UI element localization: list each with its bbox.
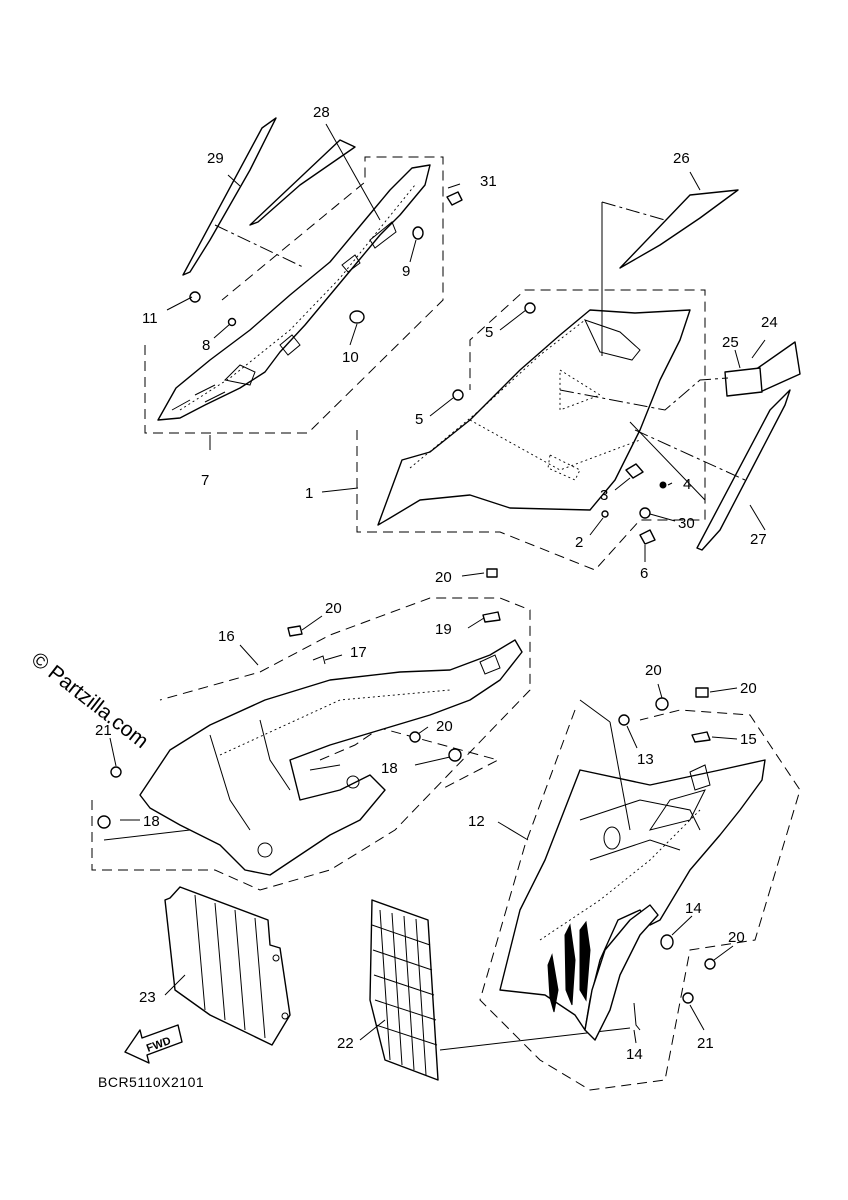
- part-14-grommet-upper: [660, 934, 674, 950]
- callout-18b: 18: [381, 760, 398, 777]
- part-7-side-cover-group: [144, 117, 463, 450]
- callout-21a: 21: [95, 722, 112, 739]
- callout-28: 28: [313, 104, 330, 121]
- part-5-bolt-lower: [452, 389, 464, 401]
- callout-29: 29: [207, 150, 224, 167]
- part-2-collar: [601, 510, 609, 518]
- callout-9: 9: [402, 263, 410, 280]
- callout-labels: 1 2 3 4 5 5 6 7 8 9 10 11 12 13 14 14 15…: [95, 104, 778, 1063]
- part-21-screw-b: [682, 992, 694, 1004]
- part-25-decal: [724, 367, 763, 397]
- callout-20a: 20: [435, 569, 452, 586]
- part-3-nut: [625, 463, 644, 479]
- part-10-grommet: [349, 310, 365, 324]
- callout-20b: 20: [325, 600, 342, 617]
- callout-31: 31: [480, 173, 497, 190]
- callout-11: 11: [142, 310, 158, 327]
- part-20-bolt-d: [655, 697, 669, 711]
- part-23-radiator-guard-group: [164, 886, 291, 1046]
- part-16-shroud-group: [91, 568, 531, 891]
- callout-6: 6: [640, 565, 648, 582]
- watermark: © Partzilla.com: [27, 648, 153, 753]
- callout-14a: 14: [685, 900, 702, 917]
- part-27-decal: [696, 389, 791, 551]
- part-20-bolt-a: [486, 568, 498, 578]
- callout-20f: 20: [728, 929, 745, 946]
- part-20-bolt-b: [287, 625, 303, 637]
- callout-20e: 20: [740, 680, 757, 697]
- part-4-bolt: [659, 481, 667, 489]
- part-7-side-cover: [157, 164, 431, 421]
- part-20-bolt-f: [704, 958, 716, 970]
- callout-19: 19: [435, 621, 452, 638]
- part-12-shroud: [499, 759, 766, 1031]
- callout-20c: 20: [436, 718, 453, 735]
- callout-4: 4: [683, 476, 691, 493]
- part-20-bolt-e: [695, 687, 709, 698]
- part-30-bolt: [639, 507, 651, 519]
- callout-13: 13: [637, 751, 654, 768]
- part-28-decal: [249, 139, 356, 226]
- callout-16: 16: [218, 628, 235, 645]
- part-13-collar: [618, 714, 630, 726]
- part-12-lower-panel: [584, 904, 659, 1041]
- part-16-shroud: [139, 639, 523, 876]
- part-23-radiator-guard: [164, 886, 291, 1046]
- part-26-decal: [619, 189, 739, 269]
- part-8-collar: [227, 317, 237, 327]
- diagram-code: BCR5110X2101: [98, 1074, 204, 1090]
- part-18-grommet-left: [97, 815, 111, 829]
- callout-24: 24: [761, 314, 778, 331]
- callout-7: 7: [201, 472, 209, 489]
- part-1-shroud-group: [321, 171, 801, 571]
- callout-12: 12: [468, 813, 485, 830]
- callout-3: 3: [600, 487, 608, 504]
- callout-5b: 5: [415, 411, 423, 428]
- part-6-bolt: [639, 529, 656, 545]
- part-1-shroud: [377, 309, 691, 526]
- callout-14b: 14: [626, 1046, 643, 1063]
- callout-25: 25: [722, 334, 739, 351]
- callout-22: 22: [337, 1035, 354, 1052]
- callout-23: 23: [139, 989, 156, 1006]
- part-5-bolt-upper: [524, 302, 536, 314]
- monster-claw-logo: [547, 920, 591, 1013]
- part-22-radiator-guard: [369, 899, 439, 1081]
- part-29-decal: [182, 117, 277, 276]
- callout-1: 1: [305, 485, 313, 502]
- callout-30: 30: [678, 515, 695, 532]
- callout-18a: 18: [143, 813, 160, 830]
- part-22-radiator-guard-group: [359, 899, 631, 1081]
- part-18-grommet-right: [448, 748, 462, 762]
- fwd-arrow: FWD: [124, 1024, 183, 1064]
- callout-17: 17: [350, 644, 367, 661]
- callout-26: 26: [673, 150, 690, 167]
- callout-8: 8: [202, 337, 210, 354]
- part-9-grommet: [412, 226, 424, 240]
- part-19-grommet: [482, 611, 501, 623]
- part-12-shroud-group: [479, 683, 801, 1091]
- part-15-grommet: [691, 731, 711, 743]
- callout-5a: 5: [485, 324, 493, 341]
- part-11-bolt: [189, 291, 201, 303]
- part-20-bolt-c: [409, 731, 421, 743]
- part-31-bolt: [446, 191, 463, 206]
- callout-20d: 20: [645, 662, 662, 679]
- callout-21b: 21: [697, 1035, 714, 1052]
- callout-2: 2: [575, 534, 583, 551]
- part-14-clip-lower: [633, 1002, 641, 1031]
- callout-27: 27: [750, 531, 767, 548]
- part-17-clip: [312, 655, 326, 665]
- part-21-screw: [110, 766, 122, 778]
- callout-10: 10: [342, 349, 359, 366]
- callout-15: 15: [740, 731, 757, 748]
